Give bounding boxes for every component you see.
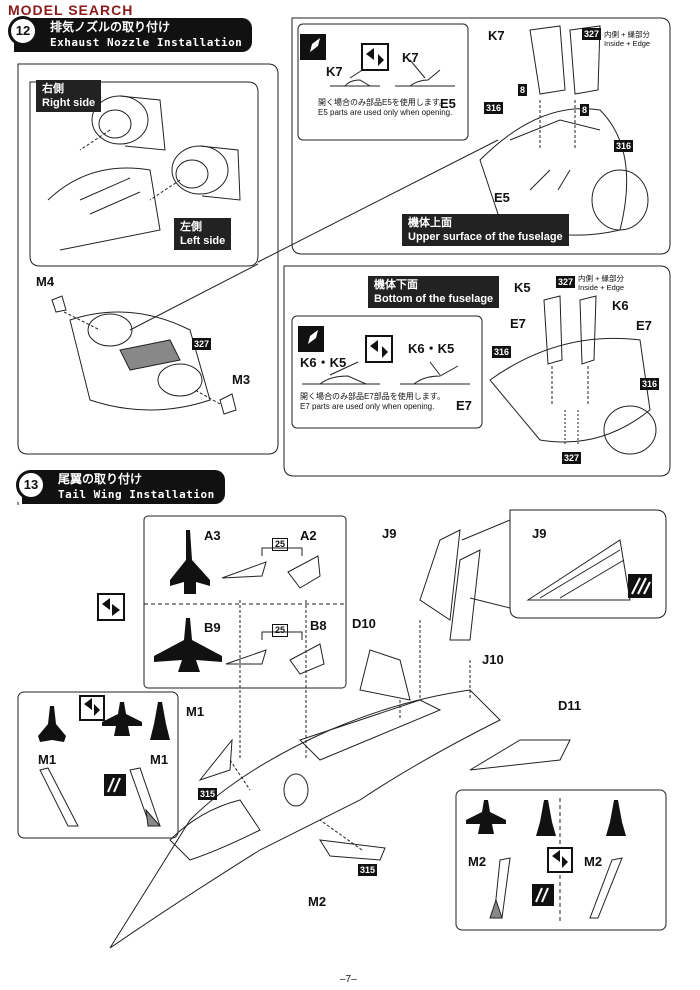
part-j9-a: J9 <box>382 526 397 541</box>
part-m1-b: M1 <box>38 752 57 767</box>
note-e7-jp: 開く場合のみ部品E7部品を使用します。 <box>300 392 445 401</box>
bottom-jp: 機体下面 <box>374 279 418 291</box>
step12-header: 排気ノズルの取り付け Exhaust Nozzle Installation <box>14 18 253 52</box>
part-k7-c: K7 <box>488 28 505 43</box>
part-m2-c: M2 <box>584 854 603 869</box>
inside-edge-jp-2: 内側 + 縁部分 <box>578 274 625 283</box>
step13-title-jp: 尾翼の取り付け <box>58 472 143 486</box>
step12-title-jp: 排気ノズルの取り付け <box>50 20 171 34</box>
paint-327-lower: 327 <box>556 276 576 288</box>
paint-316-b: 316 <box>614 140 634 152</box>
part-a3: A3 <box>204 528 221 543</box>
step13-title-en: Tail Wing Installation <box>58 488 215 501</box>
part-k7-b: K7 <box>402 50 419 65</box>
upper-jp: 機体上面 <box>408 217 452 229</box>
paint-327: 327 <box>192 338 212 350</box>
paint-25-a: 25 <box>272 538 289 551</box>
paint-316-c: 316 <box>492 346 512 358</box>
right-side-en: Right side <box>42 97 96 109</box>
note-e7: 開く場合のみ部品E7部品を使用します。 E7 parts are used on… <box>300 392 450 412</box>
part-j10: J10 <box>482 652 504 667</box>
paint-327-upper: 327 <box>582 28 602 40</box>
part-j9-b: J9 <box>532 526 547 541</box>
note-e7-en: E7 parts are used only when opening. <box>300 402 435 411</box>
paint-8-a: 8 <box>518 84 528 96</box>
right-side-label: 右側 Right side <box>36 80 102 112</box>
part-k5: K5 <box>514 280 531 295</box>
part-e7-b: E7 <box>636 318 652 333</box>
inside-edge-en: Inside + Edge <box>604 39 651 48</box>
step13-header: 尾翼の取り付け Tail Wing Installation <box>22 470 225 504</box>
part-d10: D10 <box>352 616 376 631</box>
part-e7-a: E7 <box>510 316 526 331</box>
paint-25-b: 25 <box>272 624 289 637</box>
part-b8: B8 <box>310 618 327 633</box>
inside-edge-lower: 内側 + 縁部分 Inside + Edge <box>578 274 624 292</box>
part-k6: K6 <box>612 298 629 313</box>
paint-8-b: 8 <box>580 104 590 116</box>
note-e5: 開く場合のみ部品E5を使用します。 E5 parts are used only… <box>318 98 468 118</box>
part-k7-a: K7 <box>326 64 343 79</box>
part-m1-c: M1 <box>150 752 169 767</box>
part-e5-b: E5 <box>494 190 510 205</box>
paint-315-a: 315 <box>198 788 218 800</box>
upper-en: Upper surface of the fuselage <box>408 231 563 243</box>
watermark: MODEL SEARCH <box>8 2 134 18</box>
part-a2: A2 <box>300 528 317 543</box>
part-m2-a: M2 <box>308 894 327 909</box>
paint-316-a: 316 <box>484 102 504 114</box>
note-e5-en: E5 parts are used only when opening. <box>318 108 453 117</box>
part-k6k5-b: K6・K5 <box>408 341 455 356</box>
part-m2-b: M2 <box>468 854 487 869</box>
upper-surface-label: 機体上面 Upper surface of the fuselage <box>402 214 569 246</box>
inside-edge-jp: 内側 + 縁部分 <box>604 30 651 39</box>
step12-number: 12 <box>8 16 38 46</box>
part-b9: B9 <box>204 620 221 635</box>
part-e5-a: E5 <box>440 96 456 111</box>
bottom-fuselage-label: 機体下面 Bottom of the fuselage <box>368 276 500 308</box>
part-e7-c: E7 <box>456 398 472 413</box>
step13-number: 13 <box>16 470 46 500</box>
part-k6k5-a: K6・K5 <box>300 355 347 370</box>
part-m3: M3 <box>232 372 251 387</box>
part-d11: D11 <box>558 698 582 713</box>
bottom-en: Bottom of the fuselage <box>374 293 494 305</box>
part-m1-a: M1 <box>186 704 205 719</box>
inside-edge-en-2: Inside + Edge <box>578 283 625 292</box>
left-side-jp: 左側 <box>180 221 202 233</box>
right-side-jp: 右側 <box>42 83 64 95</box>
paint-315-b: 315 <box>358 864 378 876</box>
step12-title-en: Exhaust Nozzle Installation <box>50 36 243 49</box>
paint-316-d: 316 <box>640 378 660 390</box>
paint-327-bottom: 327 <box>562 452 582 464</box>
part-m4: M4 <box>36 274 55 289</box>
left-side-label: 左側 Left side <box>174 218 232 250</box>
note-e5-jp: 開く場合のみ部品E5を使用します。 <box>318 98 447 107</box>
inside-edge-upper: 内側 + 縁部分 Inside + Edge <box>604 30 650 48</box>
page-number: –7– <box>340 974 357 985</box>
panel-exhaust-left <box>17 63 279 455</box>
left-side-en: Left side <box>180 235 226 247</box>
